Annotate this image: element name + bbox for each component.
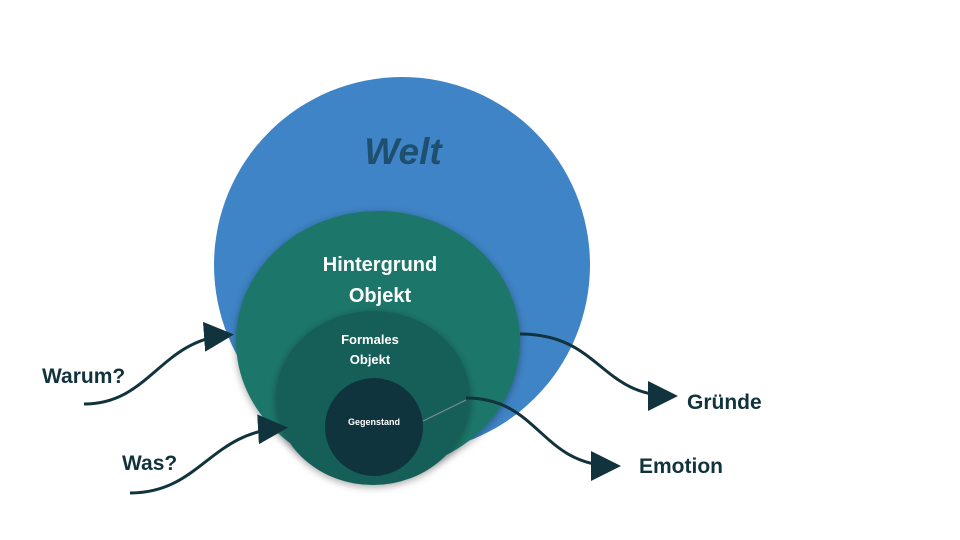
gegenstand-connector-line bbox=[422, 399, 467, 422]
gegenstand-label: Gegenstand bbox=[348, 417, 400, 427]
was-arrow bbox=[129, 414, 288, 495]
was-label: Was? bbox=[122, 452, 177, 475]
gegenstand-circle bbox=[325, 378, 423, 476]
emotion-arrow bbox=[465, 396, 621, 481]
gruende-arrow bbox=[519, 332, 678, 411]
hintergrund-label-line1: Hintergrund bbox=[323, 254, 437, 276]
gruende-label: Gründe bbox=[687, 391, 762, 414]
warum-label: Warum? bbox=[42, 365, 125, 388]
welt-label: Welt bbox=[364, 131, 443, 172]
warum-arrow bbox=[83, 321, 234, 406]
formales-label-line1: Formales bbox=[341, 332, 399, 347]
formales-label-line2: Objekt bbox=[350, 352, 391, 367]
emotion-label: Emotion bbox=[639, 455, 723, 478]
hintergrund-label-line2: Objekt bbox=[349, 285, 412, 307]
